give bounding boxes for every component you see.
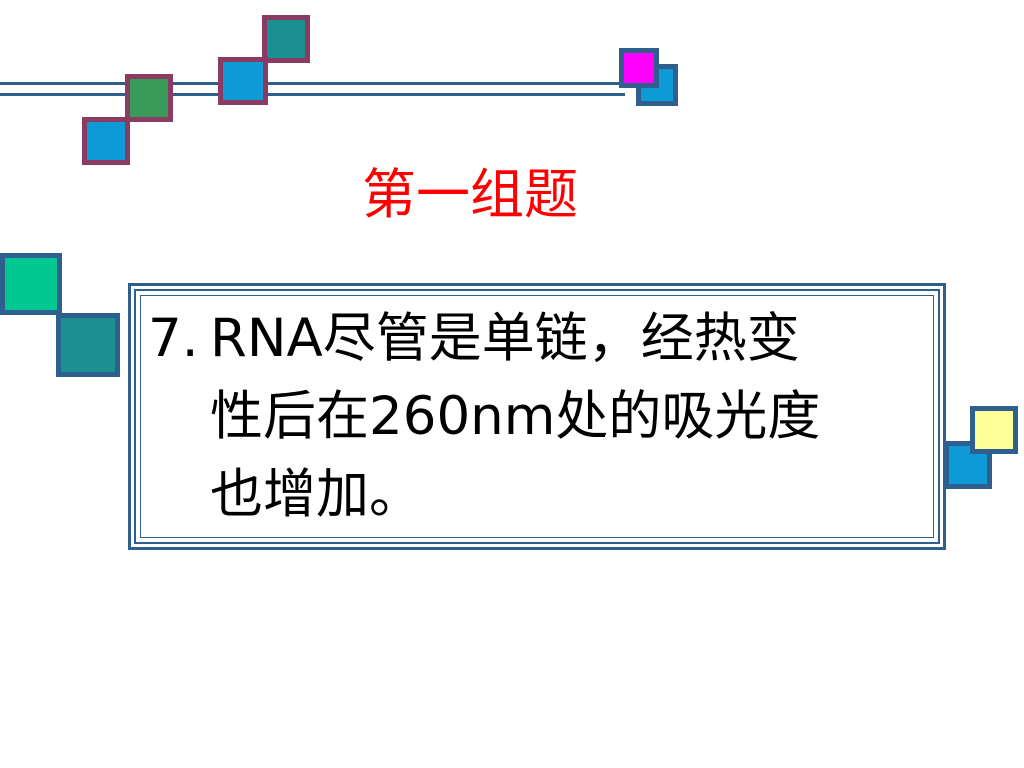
slide-title: 第一组题 xyxy=(362,163,578,226)
question-frame-inner-line xyxy=(140,295,934,538)
decor-square-magenta xyxy=(619,48,659,88)
decor-square-blue-left xyxy=(82,117,130,165)
question-number: 7. xyxy=(148,308,199,369)
decor-square-yellow xyxy=(970,406,1018,454)
question-line-3: 也增加。 xyxy=(210,464,422,525)
question-line-1-text: RNA尽管是单链，经热变 xyxy=(210,308,800,369)
question-line-1: 7.RNA尽管是单链，经热变 xyxy=(148,300,908,378)
question-text: 7.RNA尽管是单链，经热变 性后在260nm处的吸光度 也增加。 xyxy=(148,300,908,534)
question-frame-inner xyxy=(134,289,940,544)
decor-square-teal-top xyxy=(262,15,310,63)
decor-square-blue-top xyxy=(218,57,268,105)
decor-square-green xyxy=(125,74,173,122)
decor-square-mint xyxy=(0,253,62,315)
question-line-2: 性后在260nm处的吸光度 xyxy=(210,386,821,447)
decor-square-teal-left xyxy=(56,313,120,377)
top-rule xyxy=(0,82,625,96)
question-frame xyxy=(128,283,946,550)
